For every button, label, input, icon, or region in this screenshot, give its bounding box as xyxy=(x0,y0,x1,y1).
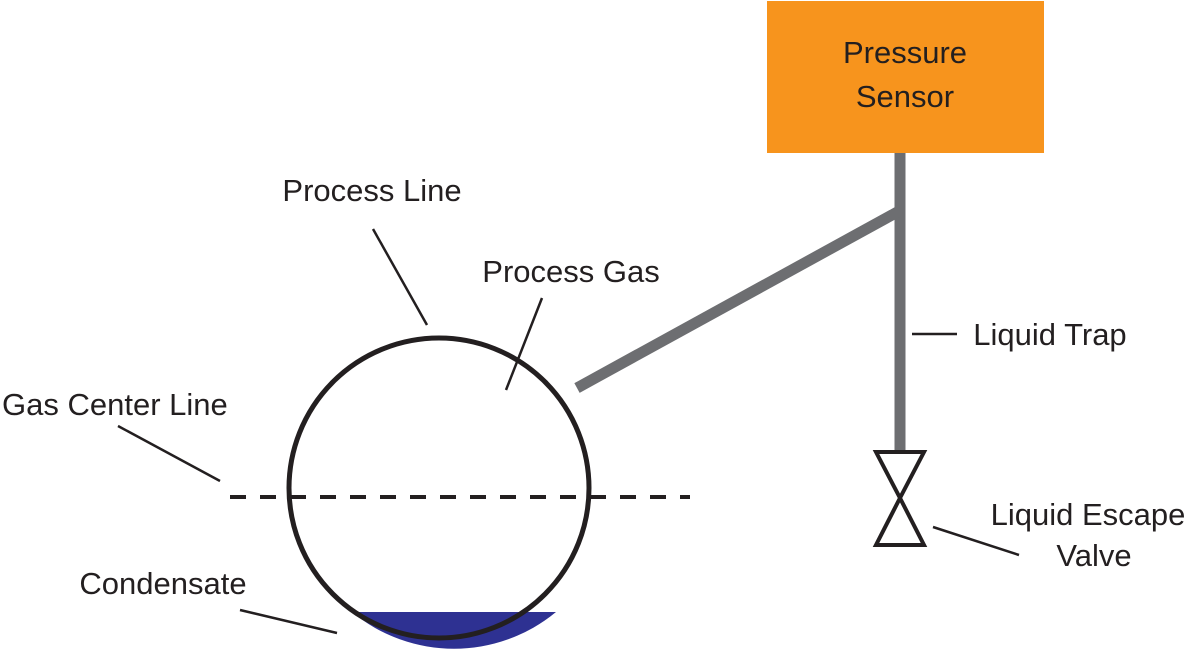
pressure-sensor-label-line2: Sensor xyxy=(856,79,954,114)
condensate-label: Condensate xyxy=(79,566,246,601)
sensing-pipe xyxy=(574,205,904,393)
liquid-escape-valve xyxy=(872,450,928,547)
pressure-sensor-box xyxy=(767,1,1044,153)
process-line-label: Process Line xyxy=(282,173,461,208)
gas-center-line-label: Gas Center Line xyxy=(2,387,228,422)
process-gas-label: Process Gas xyxy=(482,254,659,289)
gas-center-line-leader xyxy=(117,424,221,483)
pressure-sensor-label-line1: Pressure xyxy=(843,35,967,70)
liquid-escape-valve-leader xyxy=(932,525,1020,557)
process-gas-leader xyxy=(504,297,544,391)
condensate-liquid xyxy=(352,612,556,649)
process-line-pipe xyxy=(286,335,592,641)
liquid-escape-valve-label-line2: Valve xyxy=(1056,538,1131,573)
condensate-leader xyxy=(239,608,338,635)
process-line-leader xyxy=(371,228,429,326)
liquid-trap-label: Liquid Trap xyxy=(973,317,1126,352)
liquid-escape-valve-label-line1: Liquid Escape xyxy=(991,497,1186,532)
